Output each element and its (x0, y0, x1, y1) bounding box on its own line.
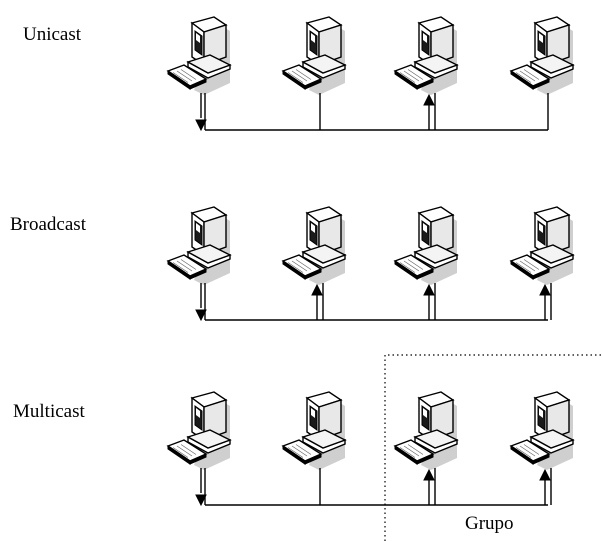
desktop-computer-icon (166, 206, 232, 285)
send-arrow (195, 283, 207, 322)
desktop-computer-icon (166, 16, 232, 95)
row-label-broadcast: Broadcast (10, 214, 86, 235)
desktop-computer-icon (166, 391, 232, 470)
desktop-computer-icon (281, 391, 347, 470)
row-label-multicast: Multicast (13, 401, 85, 422)
desktop-computer-icon (393, 391, 459, 470)
receive-arrow (423, 93, 436, 130)
receive-arrow (423, 468, 436, 505)
desktop-computer-icon (509, 16, 575, 95)
group-boundary (384, 354, 603, 541)
network-row-broadcast (166, 206, 575, 322)
desktop-computer-icon (509, 206, 575, 285)
network-row-unicast (166, 16, 575, 132)
send-arrow (195, 93, 207, 132)
desktop-computer-icon (281, 16, 347, 95)
network-row-multicast (166, 354, 603, 541)
receive-arrow (539, 283, 552, 320)
desktop-computer-icon (393, 16, 459, 95)
desktop-computer-icon (281, 206, 347, 285)
row-label-unicast: Unicast (23, 24, 82, 45)
receive-arrow (423, 283, 436, 320)
group-label: Grupo (465, 513, 514, 534)
send-arrow (195, 468, 207, 507)
desktop-computer-icon (393, 206, 459, 285)
receive-arrow (539, 468, 552, 505)
receive-arrow (311, 283, 324, 320)
desktop-computer-icon (509, 391, 575, 470)
